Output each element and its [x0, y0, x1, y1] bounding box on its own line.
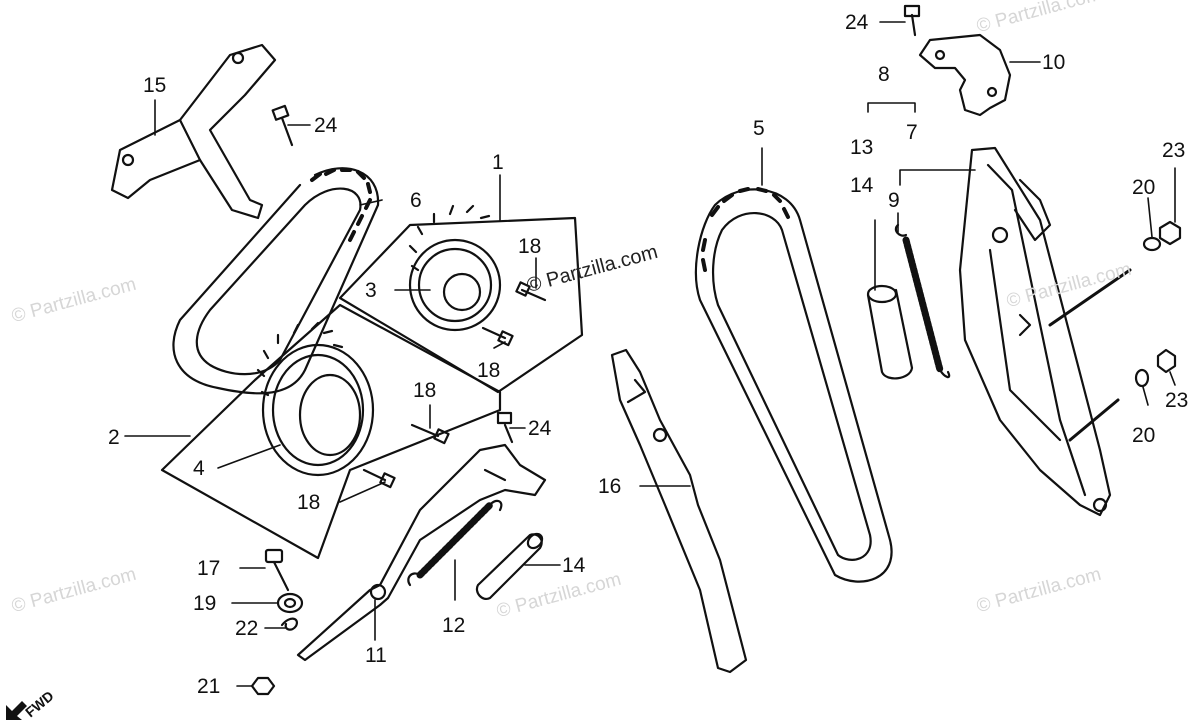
- cam-chain-5: [694, 187, 893, 583]
- bolt-24c: [903, 4, 921, 37]
- callout-21: 21: [197, 675, 221, 698]
- bolt-24a: [271, 104, 294, 147]
- callout-9: 9: [888, 189, 900, 212]
- callout-18a: 18: [518, 235, 542, 258]
- bolt-18c: [410, 423, 450, 445]
- callout-20b: 20: [1132, 424, 1156, 447]
- bracket-10: [918, 33, 1012, 117]
- callout-12: 12: [442, 614, 466, 637]
- tensioner-spring-12: [407, 499, 503, 587]
- cam-chain-6: [172, 167, 380, 395]
- callout-1: 1: [492, 151, 504, 174]
- sprocket-box-1: [338, 216, 584, 394]
- callout-3: 3: [365, 279, 377, 302]
- callout-18c: 18: [413, 379, 437, 402]
- callout-22: 22: [235, 617, 259, 640]
- washer-20a: [1142, 236, 1162, 252]
- callout-10: 10: [1042, 51, 1066, 74]
- callout-16: 16: [598, 475, 622, 498]
- tensioner-arm-11: [296, 443, 547, 662]
- callout-24c: 24: [845, 11, 869, 34]
- sprocket-box-2: [160, 303, 502, 560]
- callout-13: 13: [850, 136, 874, 159]
- callout-24a: 24: [314, 114, 338, 137]
- cam-sprocket-3: [408, 204, 502, 332]
- spring-9: [894, 223, 951, 379]
- callout-24b: 24: [528, 417, 552, 440]
- callout-23b: 23: [1165, 389, 1189, 412]
- cam-sprocket-4: [256, 321, 375, 477]
- bolt-24b: [496, 411, 514, 444]
- callout-8: 8: [878, 63, 890, 86]
- leader-lines: [124, 21, 1176, 687]
- clip-22: [280, 617, 298, 631]
- bolt-18b: [481, 326, 514, 347]
- callout-19: 19: [193, 592, 217, 615]
- washer-19: [276, 592, 304, 614]
- chain-guide-16: [610, 348, 748, 674]
- plug-21: [250, 676, 276, 696]
- callout-18d: 18: [297, 491, 321, 514]
- callout-7: 7: [906, 121, 918, 144]
- washer-20b: [1134, 368, 1150, 388]
- bolt-18a: [515, 281, 547, 302]
- callout-11: 11: [365, 644, 387, 667]
- callout-17: 17: [197, 557, 221, 580]
- bolt-18d: [362, 468, 396, 489]
- callout-2: 2: [108, 426, 120, 449]
- callout-18b: 18: [477, 359, 501, 382]
- nut-23a: [1158, 220, 1182, 246]
- tensioner-assembly-7: [958, 146, 1132, 517]
- callout-5: 5: [753, 117, 765, 140]
- callout-4: 4: [193, 457, 205, 480]
- callout-14b: 14: [850, 174, 874, 197]
- callout-15: 15: [143, 74, 167, 97]
- callout-14a: 14: [562, 554, 586, 577]
- bolt-17: [264, 548, 290, 592]
- pushrod-14-right: [866, 284, 914, 380]
- chain-guide-bracket-15: [110, 43, 277, 220]
- callout-6: 6: [410, 189, 422, 212]
- callout-23a: 23: [1162, 139, 1186, 162]
- nut-23b: [1156, 348, 1177, 374]
- pushrod-14: [475, 532, 544, 600]
- callout-20a: 20: [1132, 176, 1156, 199]
- forward-arrow-icon: [6, 701, 27, 720]
